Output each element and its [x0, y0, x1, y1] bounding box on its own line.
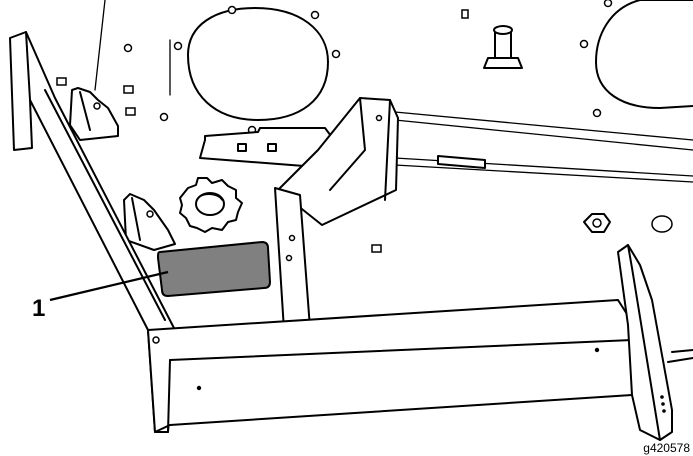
spindle-opening-right — [595, 0, 693, 109]
v-bracket — [274, 97, 399, 337]
hex-nut — [583, 213, 611, 233]
decal — [156, 240, 272, 298]
figure-id: g420578 — [643, 441, 690, 455]
threaded-stud — [483, 25, 523, 69]
deck-holes — [56, 0, 673, 253]
decal-plate — [156, 240, 272, 298]
left-bracket-upper — [69, 87, 119, 141]
callout-1: 1 — [32, 270, 169, 322]
callout-leader-line — [49, 270, 169, 302]
deck-surface — [94, 0, 693, 151]
rear-slot-bracket — [199, 127, 341, 169]
callout-number: 1 — [32, 295, 45, 322]
cable-rod — [394, 155, 693, 183]
left-bracket-lower — [123, 193, 176, 251]
right-side-rail — [617, 244, 693, 441]
spindle-opening-left — [187, 7, 329, 121]
star-knob — [179, 177, 243, 233]
front-baffle — [147, 299, 633, 433]
